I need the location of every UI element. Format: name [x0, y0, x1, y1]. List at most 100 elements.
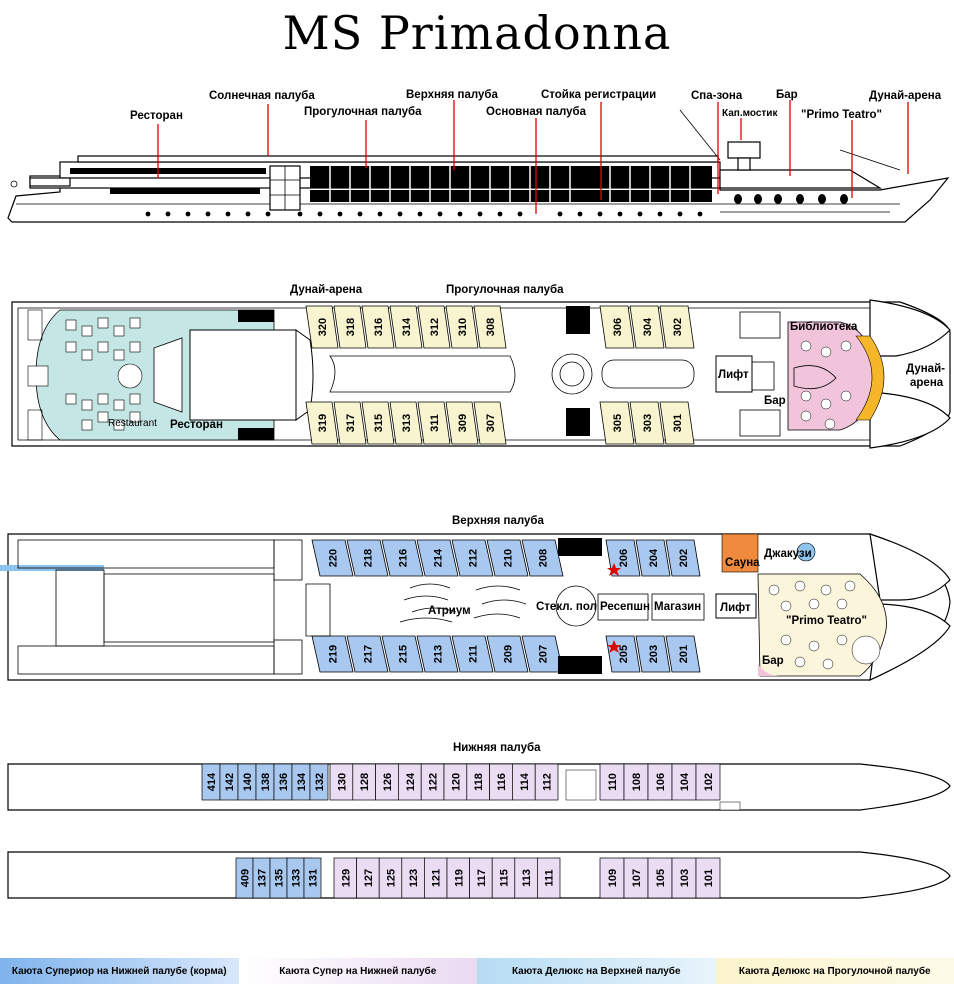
danube-arena-side-label-1: Дунай-	[906, 363, 945, 375]
cabin	[659, 401, 695, 445]
cabin	[381, 539, 424, 577]
restaurant-en-label: Restaurant	[108, 418, 157, 429]
cabin	[473, 401, 507, 445]
danube-arena-side-label-2: арена	[910, 377, 944, 389]
cabin-number: 115	[499, 869, 511, 887]
profile-label-restaurant: Ресторан	[130, 110, 183, 122]
cabin-number: 135	[274, 869, 286, 887]
cabin	[451, 539, 494, 577]
cabin	[389, 401, 423, 445]
cabin-number: 316	[373, 318, 385, 336]
cabin-number: 213	[433, 645, 445, 663]
upper-bar-label: Бар	[762, 655, 784, 667]
profile-label-sun-deck: Солнечная палуба	[209, 90, 315, 102]
cabin-number: 106	[655, 773, 667, 791]
cabin	[346, 635, 389, 673]
cabin	[309, 763, 329, 801]
cabin	[659, 305, 695, 349]
cabin-number: 121	[431, 869, 443, 887]
cabin-number: 207	[538, 645, 550, 663]
cabin-number: 315	[373, 414, 385, 432]
cabin-number: 137	[257, 869, 269, 887]
cabin-number: 104	[679, 772, 691, 791]
cabin	[534, 763, 559, 801]
promenade-deck-title: Прогулочная палуба	[446, 284, 564, 296]
profile-label-danube-arena: Дунай-арена	[869, 90, 942, 102]
cabin	[473, 305, 507, 349]
cabin	[635, 539, 671, 577]
cabin	[333, 305, 367, 349]
cabin-number: 113	[521, 869, 533, 887]
cabin-number: 314	[401, 317, 413, 336]
cabin	[311, 635, 354, 673]
cabin-number: 310	[457, 318, 469, 336]
cabin	[629, 305, 665, 349]
lower-deck-title: Нижняя палуба	[453, 742, 541, 754]
cabin	[417, 401, 451, 445]
cabin-number: 309	[457, 414, 469, 432]
cabin	[361, 401, 395, 445]
primo-teatro-label: "Primo Teatro"	[786, 615, 867, 627]
cabin-legend: Каюта Супериор на Нижней палубе (корма) …	[0, 958, 954, 984]
legend-item-super: Каюта Супер на Нижней палубе	[238, 958, 477, 984]
cabin-number: 129	[340, 869, 352, 887]
cabin-number: 201	[678, 645, 690, 663]
cabin-number: 126	[382, 773, 394, 791]
cabin-number: 105	[655, 869, 667, 887]
promenade-lift-label: Лифт	[718, 369, 749, 381]
sauna-label: Сауна	[725, 557, 760, 569]
cabin-number: 214	[433, 548, 445, 567]
cabin	[486, 635, 529, 673]
legend-item-superior: Каюта Супериор на Нижней палубе (корма)	[0, 958, 239, 984]
cabin-number: 311	[429, 414, 441, 432]
cabin	[671, 857, 697, 899]
cabin-number: 124	[405, 772, 417, 791]
cabin	[599, 305, 635, 349]
cabin	[671, 763, 697, 801]
cabin	[635, 635, 671, 673]
cabin-number: 209	[503, 645, 515, 663]
profile-label-bridge: Кап.мостик	[722, 108, 778, 119]
cabin-number: 302	[672, 318, 684, 336]
cabin	[333, 401, 367, 445]
cabin-number: 133	[291, 869, 303, 887]
cabin-number: 318	[345, 318, 357, 336]
cabin	[629, 401, 665, 445]
cabin	[623, 763, 649, 801]
cabin	[623, 857, 649, 899]
cabin	[416, 635, 459, 673]
cabin-number: 210	[503, 549, 515, 567]
profile-label-reception: Стойка регистрации	[541, 89, 656, 101]
cabin-number: 136	[278, 773, 290, 791]
cabin-number: 219	[328, 645, 340, 663]
cabin-number: 123	[408, 869, 420, 887]
cabin-number: 107	[631, 869, 643, 887]
cabin-number: 116	[496, 773, 508, 791]
promenade-deck-plan: Прогулочная палуба Дунай-арена Restauran…	[11, 284, 951, 449]
cabin-number: 132	[314, 773, 326, 791]
profile-label-spa: Спа-зона	[691, 90, 743, 102]
cabin-number: 118	[473, 773, 485, 791]
cabin	[417, 305, 451, 349]
cabin-number: 308	[485, 318, 497, 336]
promenade-bar-label: Бар	[764, 395, 786, 407]
cabin-number: 409	[240, 869, 252, 887]
cabin-number: 120	[450, 773, 462, 791]
cabin	[537, 857, 561, 899]
shop-label: Магазин	[654, 601, 701, 613]
cabin-number: 320	[317, 318, 329, 336]
cabin-number: 212	[468, 549, 480, 567]
cabin	[599, 401, 635, 445]
cabin-number: 205	[618, 645, 630, 663]
cabin-number: 208	[538, 549, 550, 567]
profile-label-upper-deck: Верхняя палуба	[406, 89, 499, 101]
cabin	[486, 539, 529, 577]
cabin-number: 125	[386, 869, 398, 887]
cabin-number: 204	[648, 548, 660, 567]
cabin-number: 301	[672, 414, 684, 432]
cabin-number: 130	[336, 773, 348, 791]
